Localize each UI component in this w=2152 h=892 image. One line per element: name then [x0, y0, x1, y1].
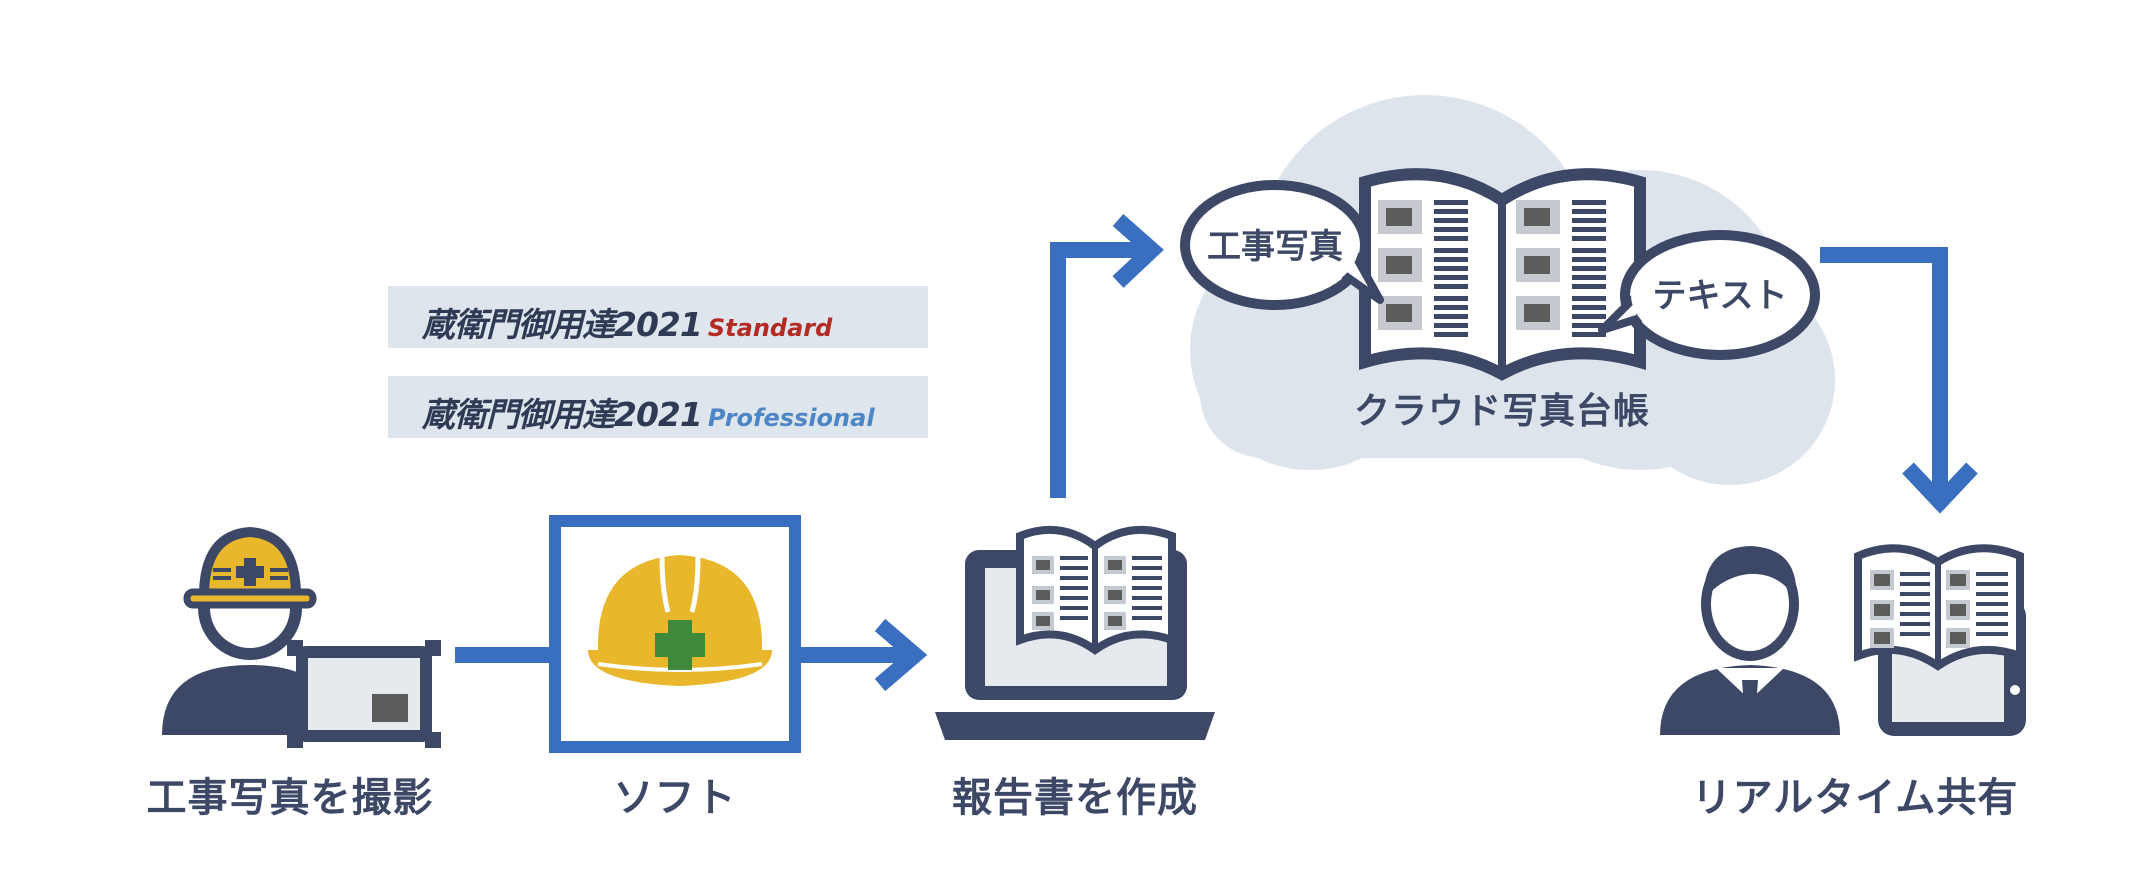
step-photo-label: 工事写真を撮影 — [146, 775, 434, 821]
flow-arrows — [455, 214, 1978, 692]
connector-cloud-share — [1820, 247, 1948, 490]
software-box — [549, 515, 801, 753]
arrow-head-report — [874, 618, 928, 692]
bubble-text-label: テキスト — [1598, 230, 1820, 360]
bubble-text-text: テキスト — [1653, 276, 1788, 316]
bubble-photos: 工事写真 — [1180, 180, 1384, 310]
step-share-label: リアルタイム共有 — [1691, 775, 2019, 821]
step-software-label: ソフト — [613, 775, 737, 821]
share-tablet-icon — [1854, 544, 2026, 736]
edition-standard: Standard — [707, 314, 833, 342]
share-book-icon — [1854, 544, 2024, 671]
hardhat-icon — [588, 555, 772, 686]
arrow-head-cloud — [1112, 214, 1164, 288]
cloud-ledger-book-icon — [1359, 168, 1646, 381]
edition-professional: Professional — [707, 404, 875, 432]
report-book-icon — [1016, 525, 1176, 655]
connector-report-cloud — [1050, 242, 1140, 498]
office-person-icon — [1660, 546, 1840, 735]
laptop-icon — [935, 525, 1215, 740]
bubble-photos-text: 工事写真 — [1207, 227, 1343, 267]
step-report-label: 報告書を作成 — [952, 775, 1198, 821]
tablet-icon — [287, 640, 441, 748]
arrow-head-share — [1902, 462, 1978, 514]
worker-icon — [162, 526, 441, 748]
cloud-ledger-label: クラウド写真台帳 — [1353, 391, 1651, 432]
